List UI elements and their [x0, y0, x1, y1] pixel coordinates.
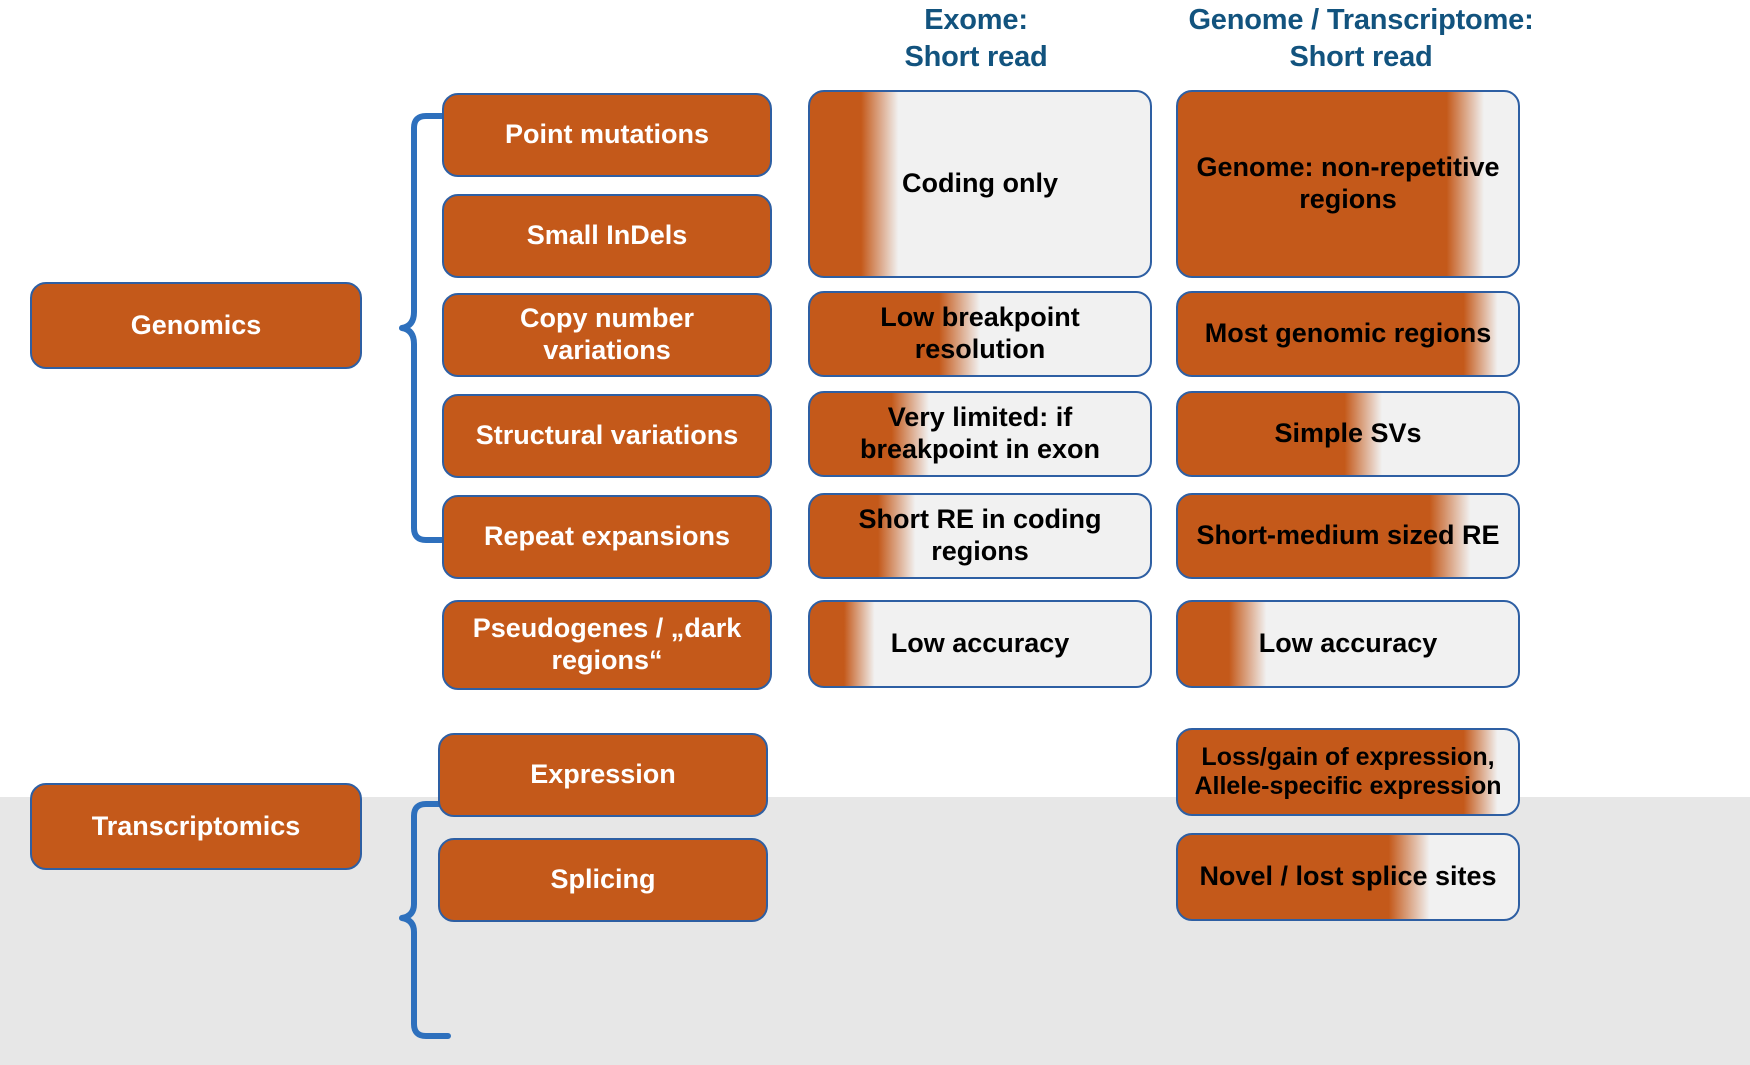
brace-genomics [399, 113, 451, 543]
genome-cell-simple-svs-label: Simple SVs [1274, 418, 1422, 449]
column-header-exome: Exome: Short read [800, 2, 1152, 76]
genome-cell-splicing[interactable]: Novel / lost splice sites [1176, 833, 1520, 921]
exome-cell-repeat-expansions[interactable]: Short RE in coding regions [808, 493, 1152, 579]
genome-cell-expression[interactable]: Loss/gain of expression, Allele-specific… [1176, 728, 1520, 816]
genome-cell-repeat-expansions[interactable]: Short-medium sized RE [1176, 493, 1520, 579]
category-genomics-label: Genomics [130, 309, 262, 340]
brace-transcriptomics [399, 801, 451, 1039]
exome-cell-short-re-coding-label: Short RE in coding regions [858, 504, 1102, 566]
category-genomics[interactable]: Genomics [30, 282, 362, 369]
column-header-genome-line1: Genome / Transcriptome: [1188, 4, 1534, 36]
exome-cell-copy-number-variations[interactable]: Low breakpoint resolution [808, 291, 1152, 377]
category-transcriptomics-label: Transcriptomics [91, 810, 301, 841]
feature-point-mutations[interactable]: Point mutations [442, 93, 772, 177]
genome-cell-pseudogenes[interactable]: Low accuracy [1176, 600, 1520, 688]
column-header-genome-line2: Short read [1289, 41, 1433, 74]
genome-cell-non-repetitive-regions-label: Genome: non-repetitive regions [1196, 152, 1500, 214]
feature-point-mutations-label: Point mutations [505, 119, 709, 150]
genome-cell-structural-variations[interactable]: Simple SVs [1176, 391, 1520, 477]
feature-pseudogenes-label: Pseudogenes / „dark regions“ [472, 613, 742, 675]
genome-cell-low-accuracy-label: Low accuracy [1258, 628, 1438, 659]
feature-structural-variations[interactable]: Structural variations [442, 394, 772, 478]
exome-cell-point-mutations-and-indels[interactable]: Coding only [808, 90, 1152, 278]
feature-splicing-label: Splicing [550, 864, 656, 895]
exome-cell-structural-variations[interactable]: Very limited: if breakpoint in exon [808, 391, 1152, 477]
genome-cell-short-medium-re-label: Short-medium sized RE [1196, 520, 1500, 551]
exome-cell-pseudogenes[interactable]: Low accuracy [808, 600, 1152, 688]
genome-cell-expression-label: Loss/gain of expression, Allele-specific… [1194, 742, 1502, 801]
genome-cell-point-mutations-and-indels[interactable]: Genome: non-repetitive regions [1176, 90, 1520, 278]
column-header-exome-line2: Short read [904, 41, 1048, 74]
feature-repeat-expansions-label: Repeat expansions [483, 521, 731, 552]
feature-repeat-expansions[interactable]: Repeat expansions [442, 495, 772, 579]
feature-copy-number-variations-label: Copy number variations [519, 303, 694, 365]
feature-expression[interactable]: Expression [438, 733, 768, 817]
feature-small-indels-label: Small InDels [526, 220, 688, 251]
column-header-exome-line1: Exome: [924, 4, 1028, 36]
feature-copy-number-variations[interactable]: Copy number variations [442, 293, 772, 377]
genome-cell-splice-sites-label: Novel / lost splice sites [1199, 861, 1497, 892]
genome-cell-copy-number-variations[interactable]: Most genomic regions [1176, 291, 1520, 377]
column-header-genome-transcriptome: Genome / Transcriptome: Short read [1168, 2, 1554, 76]
feature-expression-label: Expression [530, 759, 676, 790]
exome-cell-coding-only-label: Coding only [902, 168, 1058, 199]
feature-small-indels[interactable]: Small InDels [442, 194, 772, 278]
feature-structural-variations-label: Structural variations [475, 420, 739, 451]
exome-cell-low-accuracy-label: Low accuracy [890, 628, 1070, 659]
genome-cell-most-genomic-regions-label: Most genomic regions [1204, 318, 1492, 349]
feature-splicing[interactable]: Splicing [438, 838, 768, 922]
exome-cell-very-limited-label: Very limited: if breakpoint in exon [859, 402, 1101, 464]
feature-pseudogenes[interactable]: Pseudogenes / „dark regions“ [442, 600, 772, 690]
category-transcriptomics[interactable]: Transcriptomics [30, 783, 362, 870]
exome-cell-low-breakpoint-resolution-label: Low breakpoint resolution [880, 302, 1080, 364]
